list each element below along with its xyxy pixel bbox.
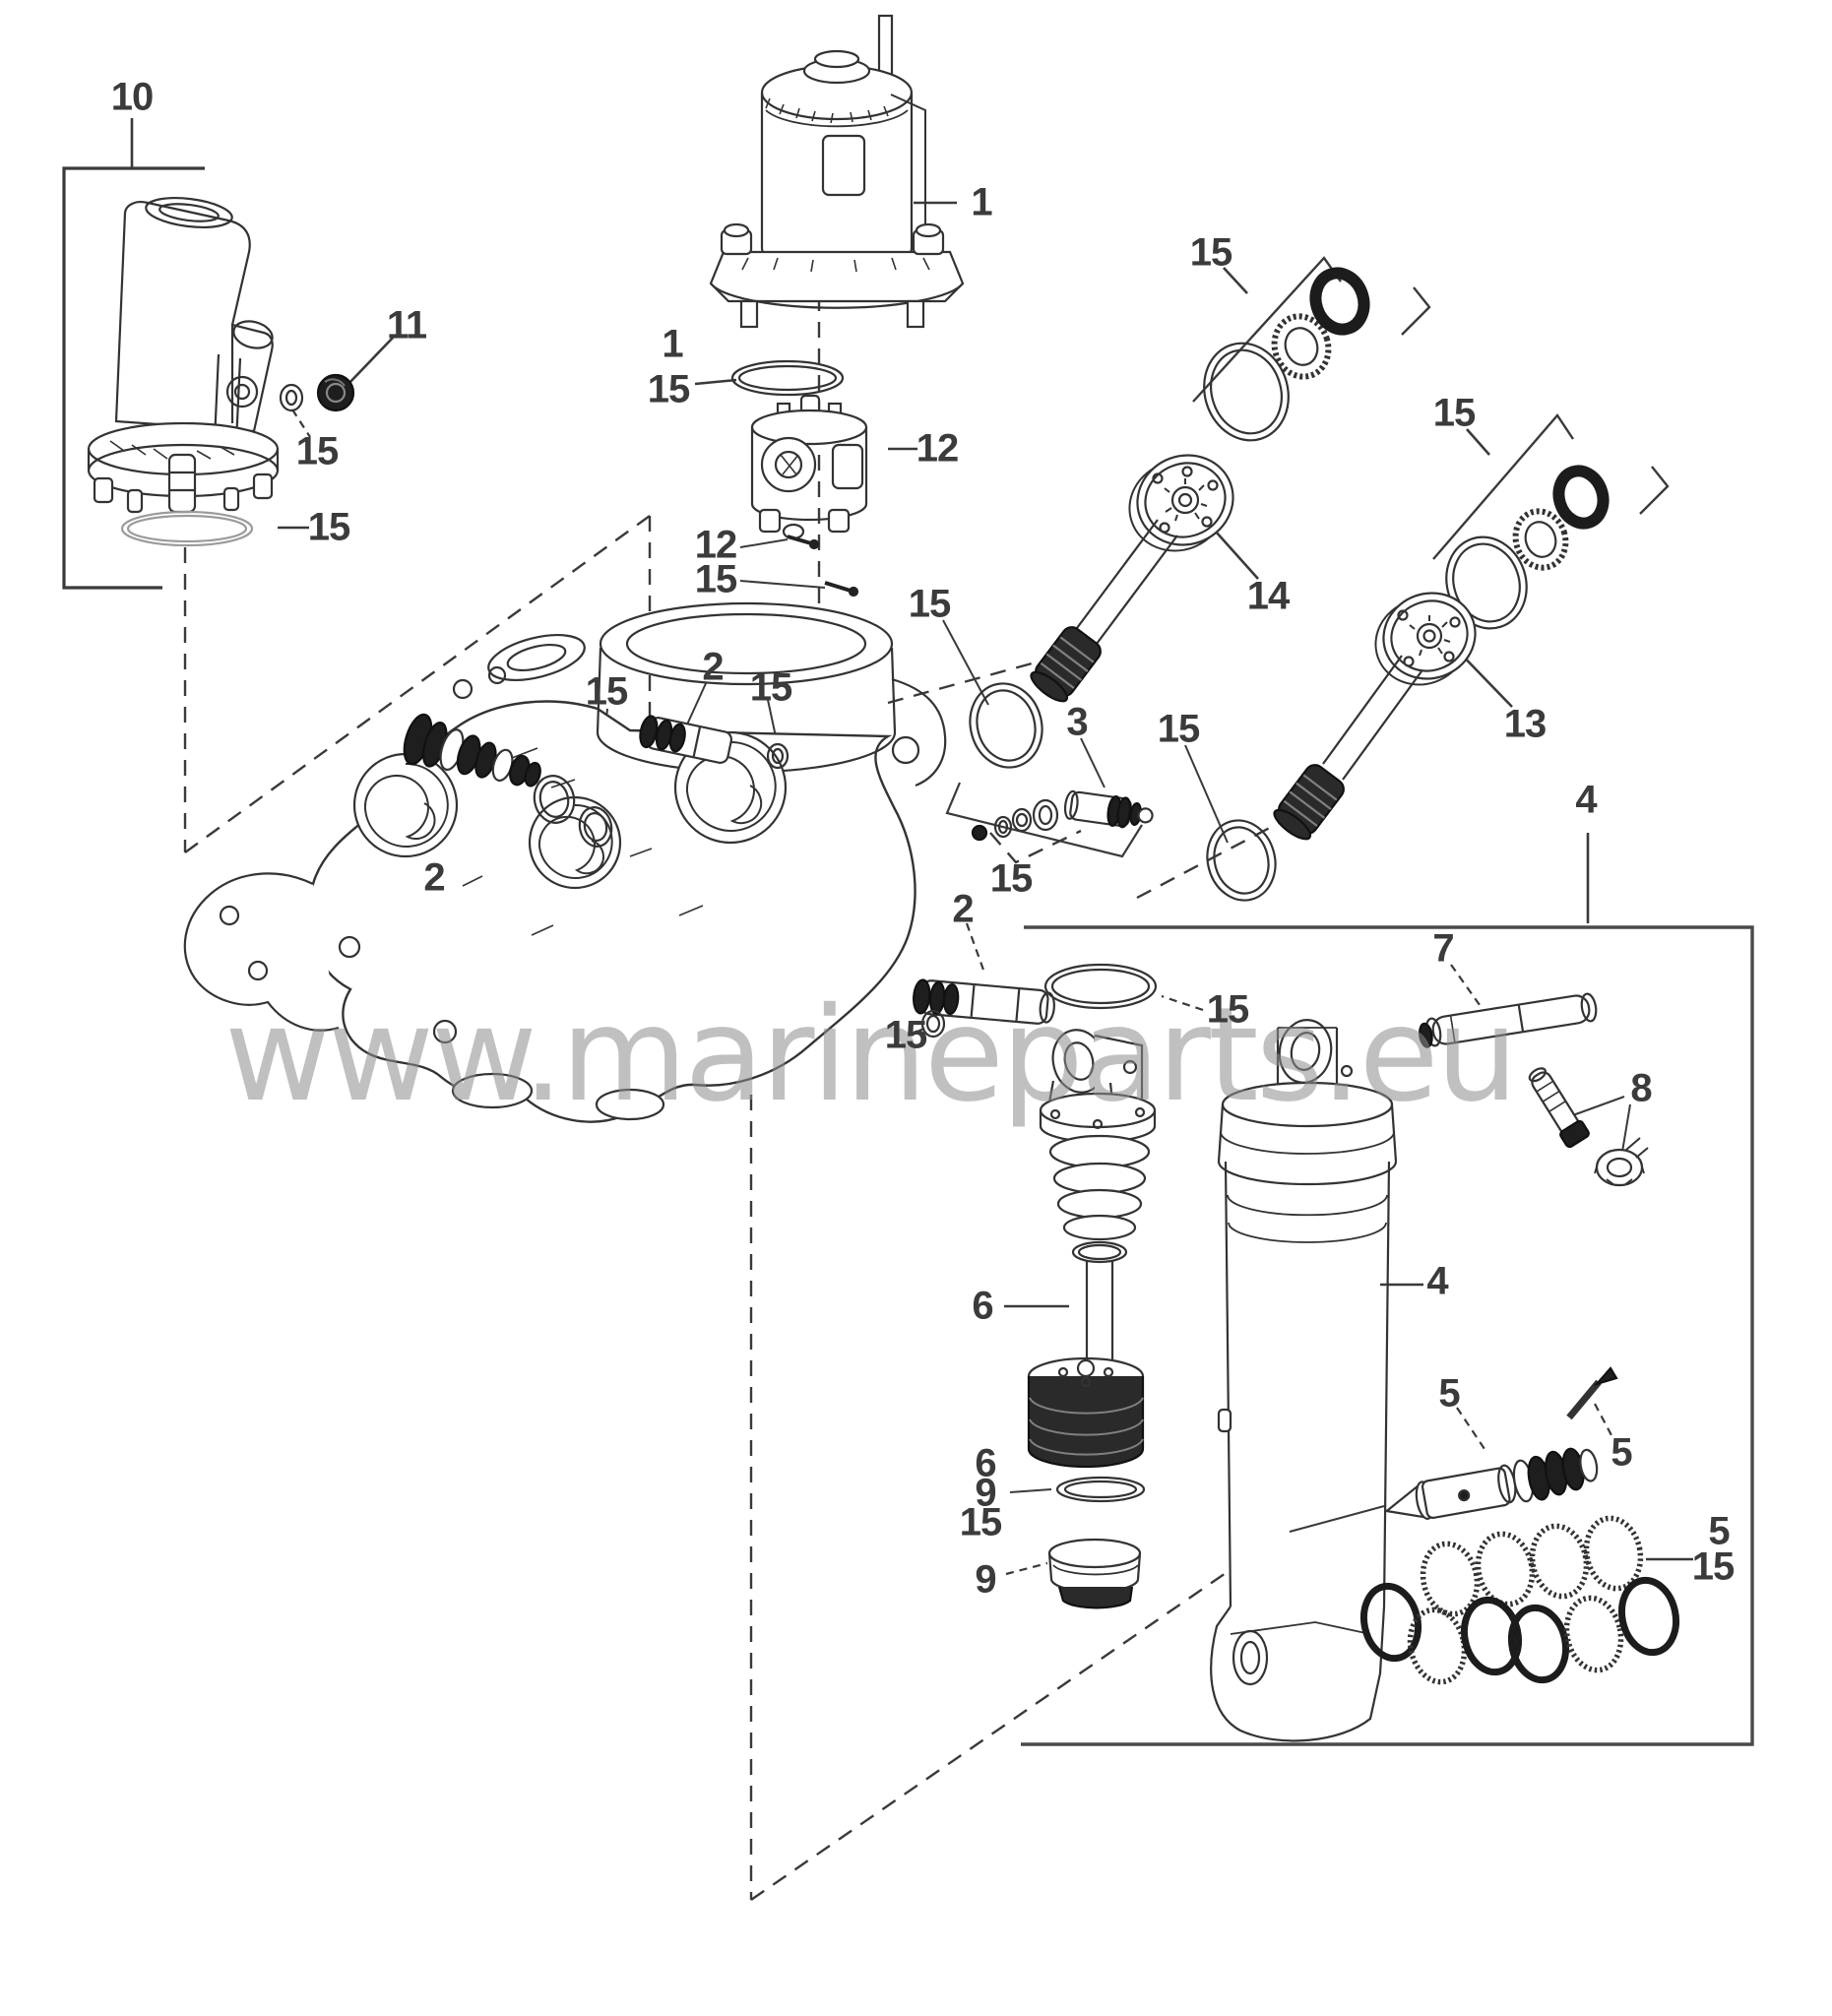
manifold bbox=[183, 601, 947, 1123]
fitting-2-bottom bbox=[913, 978, 1055, 1039]
end-cap-9 bbox=[1047, 1538, 1142, 1609]
washer-9 bbox=[1055, 1476, 1146, 1503]
reservoir-assembly bbox=[87, 197, 280, 514]
part-label-15-23: 15 bbox=[884, 1013, 927, 1057]
part-label-5-36: 5 bbox=[1708, 1509, 1730, 1553]
part-label-15-21: 15 bbox=[989, 856, 1033, 901]
cylinder-4 bbox=[1210, 1019, 1398, 1742]
part-label-15-14: 15 bbox=[908, 582, 951, 626]
part-label-1-4: 1 bbox=[971, 180, 992, 224]
pump-assembly-12 bbox=[750, 394, 868, 540]
part-label-15-10: 15 bbox=[1189, 230, 1232, 275]
part-label-8-27: 8 bbox=[1630, 1066, 1652, 1110]
part-label-15-9: 15 bbox=[694, 557, 737, 601]
part-label-15-34: 15 bbox=[959, 1500, 1002, 1544]
part-label-14-11: 14 bbox=[1246, 574, 1290, 618]
seal-kit-14 bbox=[1203, 267, 1370, 442]
part-label-5-31: 5 bbox=[1611, 1430, 1632, 1475]
motor-oring-15 bbox=[730, 359, 845, 397]
rod-assembly-14 bbox=[1030, 454, 1234, 703]
bleed-screws-12-15 bbox=[787, 535, 859, 598]
part-label-15-12: 15 bbox=[1432, 391, 1476, 435]
valve-3-group bbox=[971, 789, 1154, 842]
part-label-5-30: 5 bbox=[1438, 1371, 1460, 1416]
part-label-12-8: 12 bbox=[694, 523, 737, 567]
part-label-15-16: 15 bbox=[585, 669, 628, 714]
oring-cluster bbox=[1359, 1515, 1680, 1685]
reservoir-oring-15 bbox=[120, 510, 254, 547]
cylinder-box bbox=[1021, 925, 1754, 1746]
loose-orings-15 bbox=[969, 682, 1277, 902]
motor-assembly bbox=[709, 14, 965, 329]
part-label-12-7: 12 bbox=[916, 426, 959, 471]
valve-5 bbox=[1384, 1447, 1599, 1520]
part-label-11-1: 11 bbox=[386, 303, 427, 347]
part-label-7-26: 7 bbox=[1432, 926, 1454, 971]
valve-2-left bbox=[403, 713, 613, 848]
bolt-8 bbox=[1528, 1067, 1590, 1149]
part-label-15-15: 15 bbox=[1157, 707, 1200, 751]
part-label-2-17: 2 bbox=[702, 645, 724, 689]
part-label-13-13: 13 bbox=[1503, 702, 1547, 746]
part-label-3-20: 3 bbox=[1066, 700, 1088, 744]
part-label-15-3: 15 bbox=[307, 505, 350, 549]
cap-oring-15 bbox=[1043, 963, 1158, 1010]
part-label-6-32: 6 bbox=[975, 1441, 996, 1485]
part-label-9-33: 9 bbox=[975, 1471, 996, 1515]
part-label-4-24: 4 bbox=[1575, 778, 1597, 822]
trim-rod-assembly-6 bbox=[1027, 1029, 1157, 1469]
part-label-15-18: 15 bbox=[749, 665, 792, 710]
part-label-2-22: 2 bbox=[952, 887, 974, 931]
part-label-15-2: 15 bbox=[295, 429, 339, 473]
fill-plug-11 bbox=[279, 373, 355, 412]
pin-5 bbox=[1566, 1366, 1618, 1420]
part-label-15-25: 15 bbox=[1206, 987, 1249, 1032]
part-label-15-37: 15 bbox=[1691, 1544, 1735, 1589]
rod-assembly-13 bbox=[1273, 592, 1477, 841]
part-label-10-0: 10 bbox=[110, 75, 154, 119]
fitting-2-middle bbox=[639, 715, 790, 770]
plug-8 bbox=[1594, 1137, 1649, 1187]
part-label-2-19: 2 bbox=[423, 855, 445, 900]
pivot-pin-7 bbox=[1419, 992, 1598, 1048]
part-label-1-5: 1 bbox=[662, 322, 683, 366]
part-label-9-35: 9 bbox=[975, 1557, 996, 1602]
seal-kit-13 bbox=[1445, 465, 1610, 630]
part-label-4-29: 4 bbox=[1426, 1259, 1448, 1303]
part-label-6-28: 6 bbox=[972, 1284, 993, 1328]
part-label-15-6: 15 bbox=[647, 367, 690, 411]
